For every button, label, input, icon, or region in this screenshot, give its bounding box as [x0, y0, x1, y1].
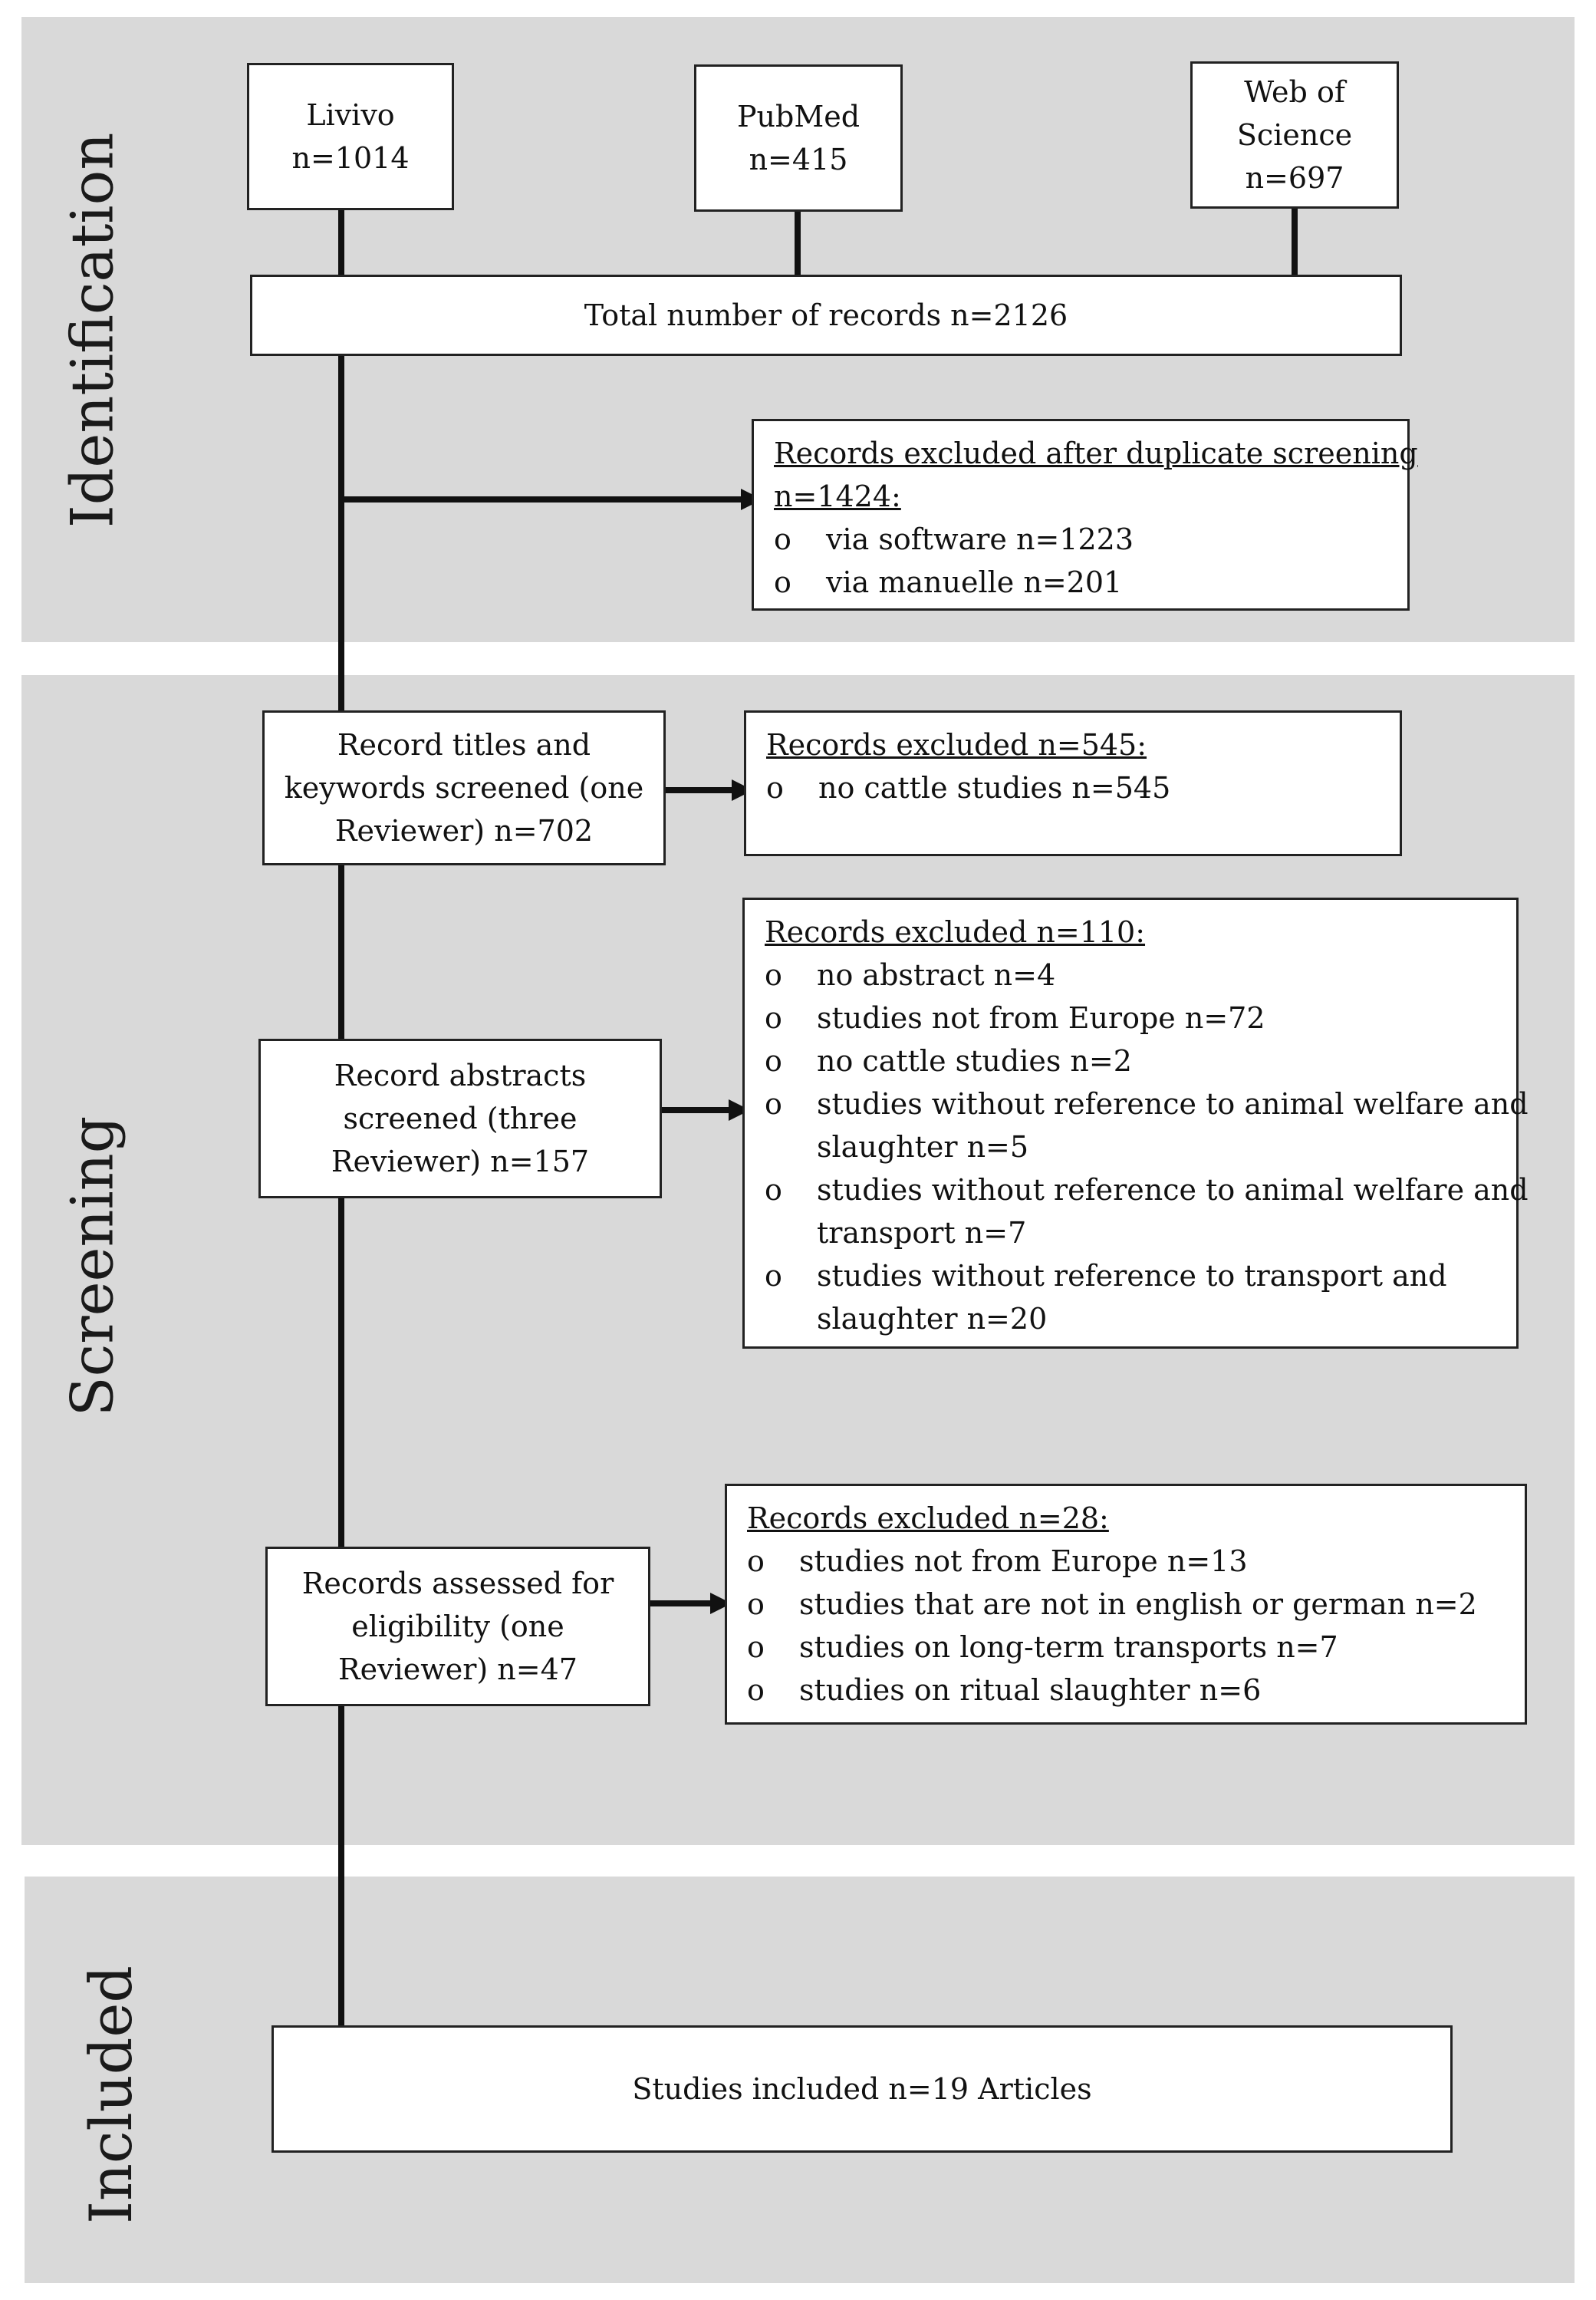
bullet-icon: o [747, 1673, 765, 1707]
total-records-box: Total number of records n=2126 [250, 275, 1402, 356]
list-item: o no cattle studies n=545 [766, 766, 1380, 809]
list-item: o no abstract n=4 [765, 954, 1496, 997]
source-pubmed-box: PubMed n=415 [694, 64, 903, 212]
eligibility-arrow-shaft [649, 1600, 712, 1606]
source-livivo-connector [338, 209, 344, 276]
bullet-icon: o [765, 1259, 782, 1293]
list-item: o studies without reference to animal we… [765, 1168, 1529, 1254]
list-item: o studies not from Europe n=72 [765, 997, 1496, 1040]
eligibility-excluded-box: Records excluded n=28: o studies not fro… [725, 1484, 1527, 1725]
bullet-icon: o [765, 1087, 782, 1121]
source-wos-name-line1: Web of [1244, 75, 1345, 109]
abstracts-screened-box: Record abstracts screened (three Reviewe… [258, 1039, 662, 1198]
identification-label: Identification [58, 132, 127, 528]
list-item: o studies not from Europe n=13 [747, 1540, 1505, 1583]
duplicates-arrow-shaft [344, 496, 743, 503]
source-pubmed-count: n=415 [749, 143, 848, 176]
eligibility-box: Records assessed for eligibility (one Re… [265, 1547, 650, 1706]
main-flow-line-3 [338, 1197, 344, 1548]
source-livivo-count: n=1014 [291, 141, 410, 175]
bullet-icon: o [747, 1544, 765, 1578]
bullet-icon: o [765, 1044, 782, 1078]
duplicates-heading-line1: Records excluded after duplicate screeni… [774, 437, 1418, 470]
eligibility-excluded-heading: Records excluded n=28: [747, 1501, 1109, 1535]
source-pubmed-connector [795, 210, 801, 276]
main-flow-line-2 [338, 864, 344, 1040]
source-livivo-box: Livivo n=1014 [247, 63, 454, 210]
bullet-icon: o [774, 522, 791, 556]
bullet-icon: o [765, 1001, 782, 1035]
duplicates-heading-line2: n=1424: [774, 479, 901, 513]
main-flow-line-4 [338, 1705, 344, 2027]
source-wos-count: n=697 [1245, 161, 1344, 195]
bullet-icon: o [747, 1587, 765, 1621]
source-wos-connector [1292, 207, 1298, 276]
abstract-arrow-shaft [660, 1107, 730, 1113]
titles-screened-box: Record titles and keywords screened (one… [262, 710, 666, 865]
source-livivo-name: Livivo [306, 98, 395, 132]
abstracts-excluded-heading: Records excluded n=110: [765, 915, 1146, 949]
titles-arrow-shaft [664, 787, 733, 793]
list-item: o studies on ritual slaughter n=6 [747, 1669, 1505, 1712]
list-item: o via software n=1223 [774, 518, 1387, 561]
source-wos-name-line2: Science [1236, 118, 1353, 152]
list-item: o no cattle studies n=2 [765, 1040, 1496, 1082]
list-item: o via manuelle n=201 [774, 561, 1387, 604]
main-flow-line-1 [338, 354, 344, 713]
source-pubmed-name: PubMed [736, 100, 861, 133]
bullet-icon: o [774, 565, 791, 599]
abstracts-excluded-box: Records excluded n=110: o no abstract n=… [742, 898, 1529, 1349]
bullet-icon: o [747, 1630, 765, 1664]
screening-label: Screening [58, 1115, 127, 1416]
titles-excluded-box: Records excluded n=545: o no cattle stud… [744, 710, 1402, 856]
list-item: o studies without reference to animal we… [765, 1082, 1529, 1168]
total-records-text: Total number of records n=2126 [584, 298, 1068, 332]
bullet-icon: o [765, 1173, 782, 1207]
included-label: Included [77, 1965, 146, 2224]
bullet-icon: o [766, 771, 784, 805]
studies-included-box: Studies included n=19 Articles [271, 2025, 1453, 2153]
list-item: o studies on long-term transports n=7 [747, 1626, 1505, 1669]
list-item: o studies without reference to transport… [765, 1254, 1496, 1340]
titles-excluded-heading: Records excluded n=545: [766, 728, 1147, 762]
list-item: o studies that are not in english or ger… [747, 1583, 1505, 1626]
bullet-icon: o [765, 958, 782, 992]
studies-included-text: Studies included n=19 Articles [632, 2072, 1092, 2106]
source-wos-box: Web of Science n=697 [1190, 61, 1399, 209]
duplicates-excluded-box: Records excluded after duplicate screeni… [752, 419, 1418, 611]
